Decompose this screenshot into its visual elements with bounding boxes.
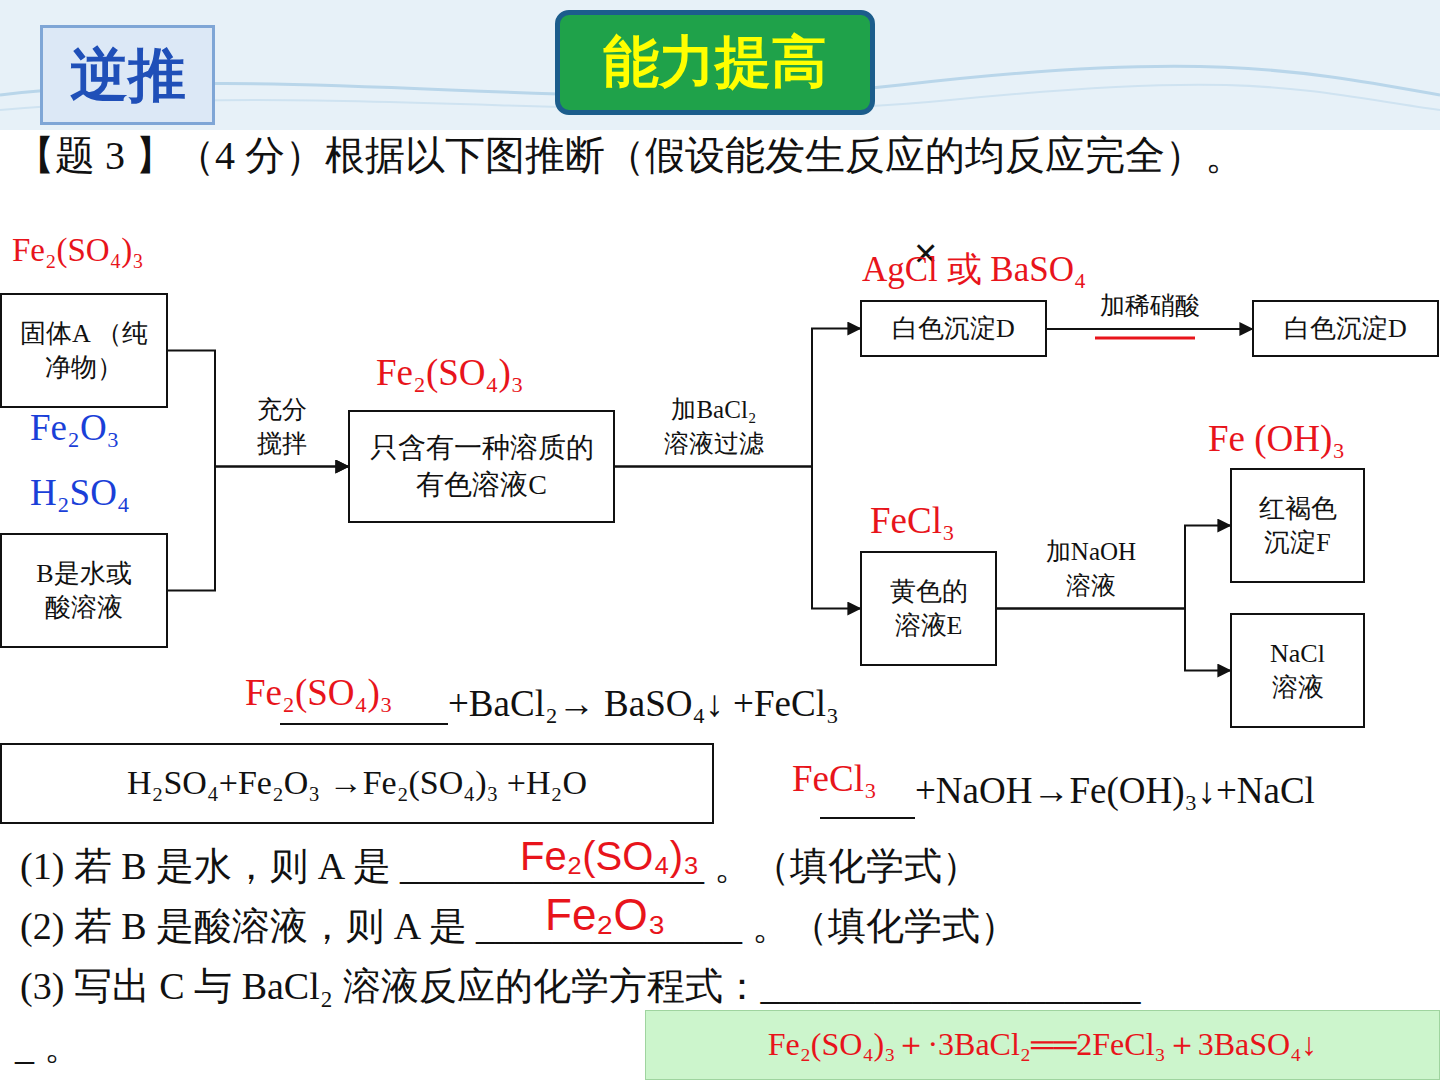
red-underline xyxy=(1095,337,1195,340)
box-text: 能力提高 xyxy=(603,26,827,99)
box-text: 黄色的溶液E xyxy=(884,575,974,643)
flow-arrow xyxy=(615,467,860,609)
header-band xyxy=(0,0,1440,130)
edge-label: 加稀硝酸 xyxy=(1085,289,1215,323)
equation-text: +BaCl₂→ BaSO₄↓ +FeCl₃ xyxy=(448,683,839,726)
equation-box: H₂SO₄+Fe₂O₃ →Fe₂(SO₄)₃ +H₂O xyxy=(0,743,714,824)
annotation: Fe₂O₃ xyxy=(30,407,120,450)
box-text: Fe₂(SO₄)₃＋·3BaCl₂══2FeCl₃＋3BaSO₄↓ xyxy=(768,1024,1318,1066)
banner-scroll: 能力提高 xyxy=(555,10,875,115)
flow-arrow xyxy=(997,609,1230,671)
annotation: AgCl 或 BaSO₄ xyxy=(862,250,1086,290)
badge-box: 逆推 xyxy=(40,25,215,125)
box-text: 只含有一种溶质的有色溶液C xyxy=(364,430,599,503)
box-text: H₂SO₄+Fe₂O₃ →Fe₂(SO₄)₃ +H₂O xyxy=(127,761,587,805)
annotation: FeCl₃ xyxy=(792,758,877,801)
process-box: B是水或酸溶液 xyxy=(0,533,168,648)
equation-text: +NaOH→Fe(OH)₃↓+NaCl xyxy=(915,770,1315,813)
annotation: Fe₂(SO₄)₃ xyxy=(12,232,144,270)
question-text: _ 。 xyxy=(15,1025,82,1069)
flow-arrow xyxy=(168,467,348,591)
box-text: 白色沉淀D xyxy=(892,312,1015,346)
process-box: 黄色的溶液E xyxy=(860,551,997,666)
box-text: 白色沉淀D xyxy=(1284,312,1407,346)
question-text: 【题 3 】（4 分）根据以下图推断（假设能发生反应的均反应完全）。 xyxy=(15,133,1335,179)
annotation: Fe₂(SO₄)₃ xyxy=(245,672,393,715)
question-text: (1) 若 B 是水，则 A 是 ________________ 。（填化学式… xyxy=(20,845,980,889)
edge-label: 加BaCl₂ 溶液过滤 xyxy=(659,393,769,461)
annotation: Fe (OH)₃ xyxy=(1208,418,1345,461)
flow-arrow xyxy=(997,526,1230,609)
answer-text: Fe₂O₃ xyxy=(545,890,666,941)
process-box: NaCl 溶液 xyxy=(1230,613,1365,728)
question-text: (2) 若 B 是酸溶液，则 A 是 ______________ 。（填化学式… xyxy=(20,905,1018,949)
box-text: B是水或酸溶液 xyxy=(25,557,143,625)
box-text: NaCl 溶液 xyxy=(1263,637,1333,705)
box-text: 逆推 xyxy=(70,37,186,112)
answer-box: Fe₂(SO₄)₃＋·3BaCl₂══2FeCl₃＋3BaSO₄↓ xyxy=(645,1010,1440,1080)
annotation: H₂SO₄ xyxy=(30,472,130,515)
process-box: 红褐色沉淀F xyxy=(1230,468,1365,583)
flow-arrow xyxy=(1047,328,1252,330)
edge-label: 加NaOH 溶液 xyxy=(1041,535,1141,603)
box-text: 红褐色沉淀F xyxy=(1253,492,1343,560)
question-text: (3) 写出 C 与 BaCl₂ 溶液反应的化学方程式：____________… xyxy=(20,965,1141,1009)
process-box: 白色沉淀D xyxy=(860,300,1047,357)
process-box: 固体A （纯净物） xyxy=(0,293,168,408)
flow-arrow xyxy=(168,351,348,467)
process-box: 只含有一种溶质的有色溶液C xyxy=(348,410,615,523)
annotation: Fe₂(SO₄)₃ xyxy=(376,352,524,395)
blank-line xyxy=(280,723,448,725)
blank-line xyxy=(820,817,915,819)
answer-text: Fe₂(SO₄)₃ xyxy=(520,833,699,879)
flow-arrow xyxy=(615,329,860,467)
box-text: 固体A （纯净物） xyxy=(14,317,154,385)
edge-label: 充分 搅拌 xyxy=(252,393,312,461)
annotation: FeCl₃ xyxy=(870,500,955,543)
process-box: 白色沉淀D xyxy=(1252,300,1439,357)
